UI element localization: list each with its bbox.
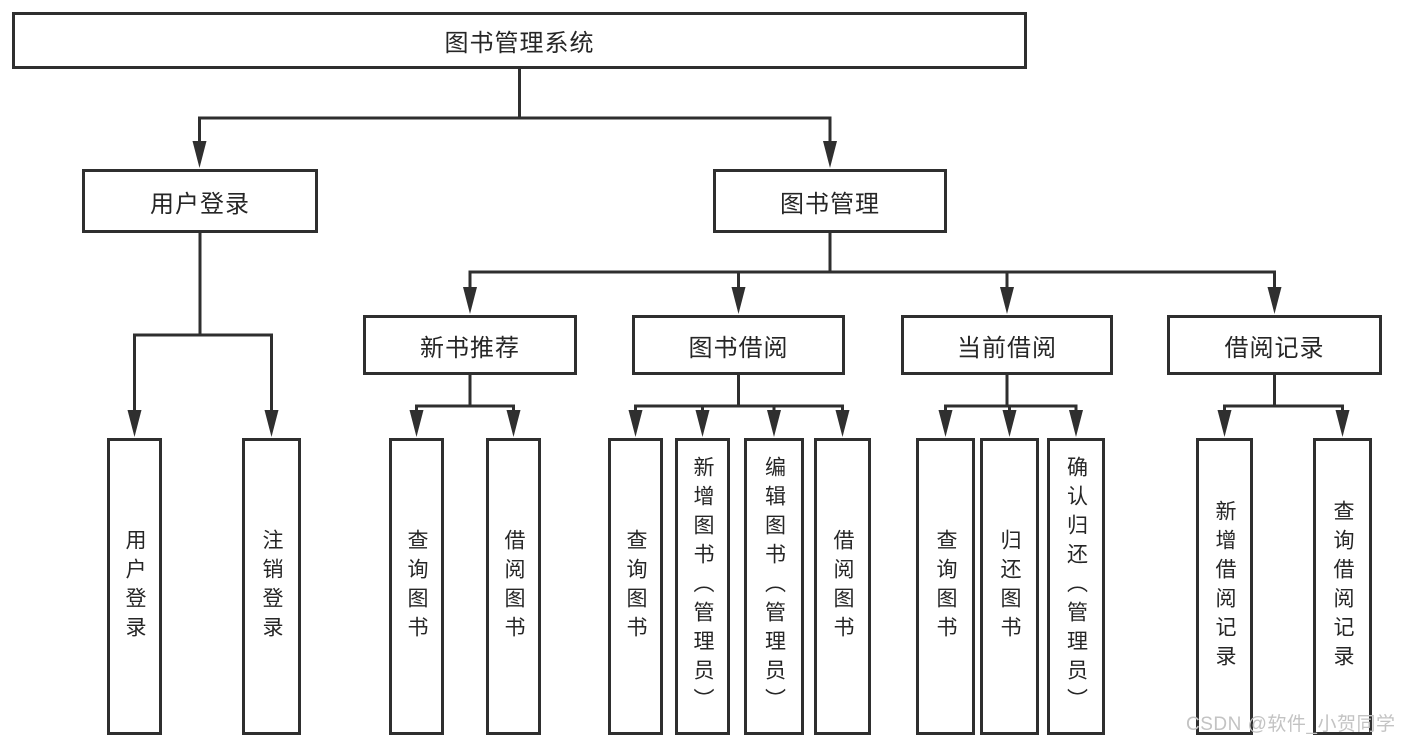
connector-newbook-to-leaves bbox=[409, 373, 521, 437]
arrowhead-icon bbox=[264, 410, 279, 437]
node-label: 新增借阅记录 bbox=[1213, 499, 1236, 674]
node-book-borrowing: 图书借阅 bbox=[632, 315, 845, 375]
node-label: 用户登录 bbox=[123, 528, 146, 645]
arrowhead-icon bbox=[463, 287, 477, 314]
node-label: 查询图书 bbox=[934, 528, 957, 645]
node-book-management: 图书管理 bbox=[713, 169, 947, 233]
arrowhead-icon bbox=[1217, 410, 1232, 437]
arrowhead-icon bbox=[409, 410, 424, 437]
leaf-return-books: 归还图书 bbox=[980, 438, 1039, 735]
node-label: 查询图书 bbox=[624, 528, 647, 645]
leaf-borrow-books-recommend: 借阅图书 bbox=[486, 438, 541, 735]
arrowhead-icon bbox=[1000, 287, 1014, 314]
node-system-root: 图书管理系统 bbox=[12, 12, 1027, 69]
arrowhead-icon bbox=[192, 141, 207, 168]
node-label: 图书管理 bbox=[780, 190, 880, 218]
arrowhead-icon bbox=[767, 410, 781, 437]
node-current-borrowing: 当前借阅 bbox=[901, 315, 1113, 375]
node-label: 借阅记录 bbox=[1224, 334, 1325, 362]
node-new-book-recommend: 新书推荐 bbox=[363, 315, 577, 375]
leaf-logout: 注销登录 bbox=[242, 438, 301, 735]
node-label: 查询借阅记录 bbox=[1331, 499, 1354, 674]
node-label: 借阅图书 bbox=[502, 528, 525, 645]
connector-records-to-leaves bbox=[1217, 373, 1350, 437]
arrowhead-icon bbox=[506, 410, 521, 437]
arrowhead-icon bbox=[127, 410, 142, 437]
arrowhead-icon bbox=[731, 287, 746, 314]
arrowhead-icon bbox=[1069, 410, 1083, 437]
node-label: 图书管理系统 bbox=[444, 30, 595, 57]
node-label: 确认归还（管理员） bbox=[1064, 456, 1088, 717]
leaf-borrow-books-borrowing: 借阅图书 bbox=[814, 438, 871, 735]
leaf-query-borrow-record: 查询借阅记录 bbox=[1313, 438, 1372, 735]
arrowhead-icon bbox=[1002, 410, 1017, 437]
leaf-query-books-current: 查询图书 bbox=[916, 438, 975, 735]
node-label: 新增图书（管理员） bbox=[691, 456, 714, 717]
node-label: 编辑图书（管理员） bbox=[762, 456, 786, 717]
leaf-query-books-recommend: 查询图书 bbox=[389, 438, 444, 735]
node-label: 归还图书 bbox=[998, 528, 1021, 645]
leaf-edit-book-admin: 编辑图书（管理员） bbox=[744, 438, 804, 735]
leaf-query-books-borrowing: 查询图书 bbox=[608, 438, 663, 735]
node-label: 借阅图书 bbox=[831, 528, 854, 645]
arrowhead-icon bbox=[835, 410, 850, 437]
arrowhead-icon bbox=[1267, 287, 1282, 314]
connector-bookborrow-to-leaves bbox=[628, 373, 850, 437]
connector-bookmgmt-to-level3 bbox=[463, 231, 1282, 314]
connector-currentborrow-to-leaves bbox=[938, 373, 1083, 437]
leaf-user-login: 用户登录 bbox=[107, 438, 162, 735]
node-label: 查询图书 bbox=[405, 528, 428, 645]
node-label: 用户登录 bbox=[150, 190, 250, 218]
arrowhead-icon bbox=[938, 410, 953, 437]
node-borrowing-records: 借阅记录 bbox=[1167, 315, 1382, 375]
arrowhead-icon bbox=[628, 410, 643, 437]
node-label: 注销登录 bbox=[260, 528, 283, 645]
leaf-confirm-return-admin: 确认归还（管理员） bbox=[1047, 438, 1105, 735]
node-label: 当前借阅 bbox=[957, 334, 1057, 362]
node-label: 新书推荐 bbox=[420, 334, 520, 362]
node-user-login: 用户登录 bbox=[82, 169, 318, 233]
csdn-watermark: CSDN @软件_小贺同学 bbox=[1186, 714, 1396, 735]
arrowhead-icon bbox=[695, 410, 710, 437]
connector-root-to-level2 bbox=[192, 67, 837, 168]
arrowhead-icon bbox=[823, 141, 837, 168]
connector-userlogin-to-leaves bbox=[127, 231, 279, 437]
arrowhead-icon bbox=[1335, 410, 1350, 437]
node-label: 图书借阅 bbox=[688, 334, 789, 362]
leaf-add-borrow-record: 新增借阅记录 bbox=[1196, 438, 1253, 735]
leaf-add-book-admin: 新增图书（管理员） bbox=[675, 438, 730, 735]
